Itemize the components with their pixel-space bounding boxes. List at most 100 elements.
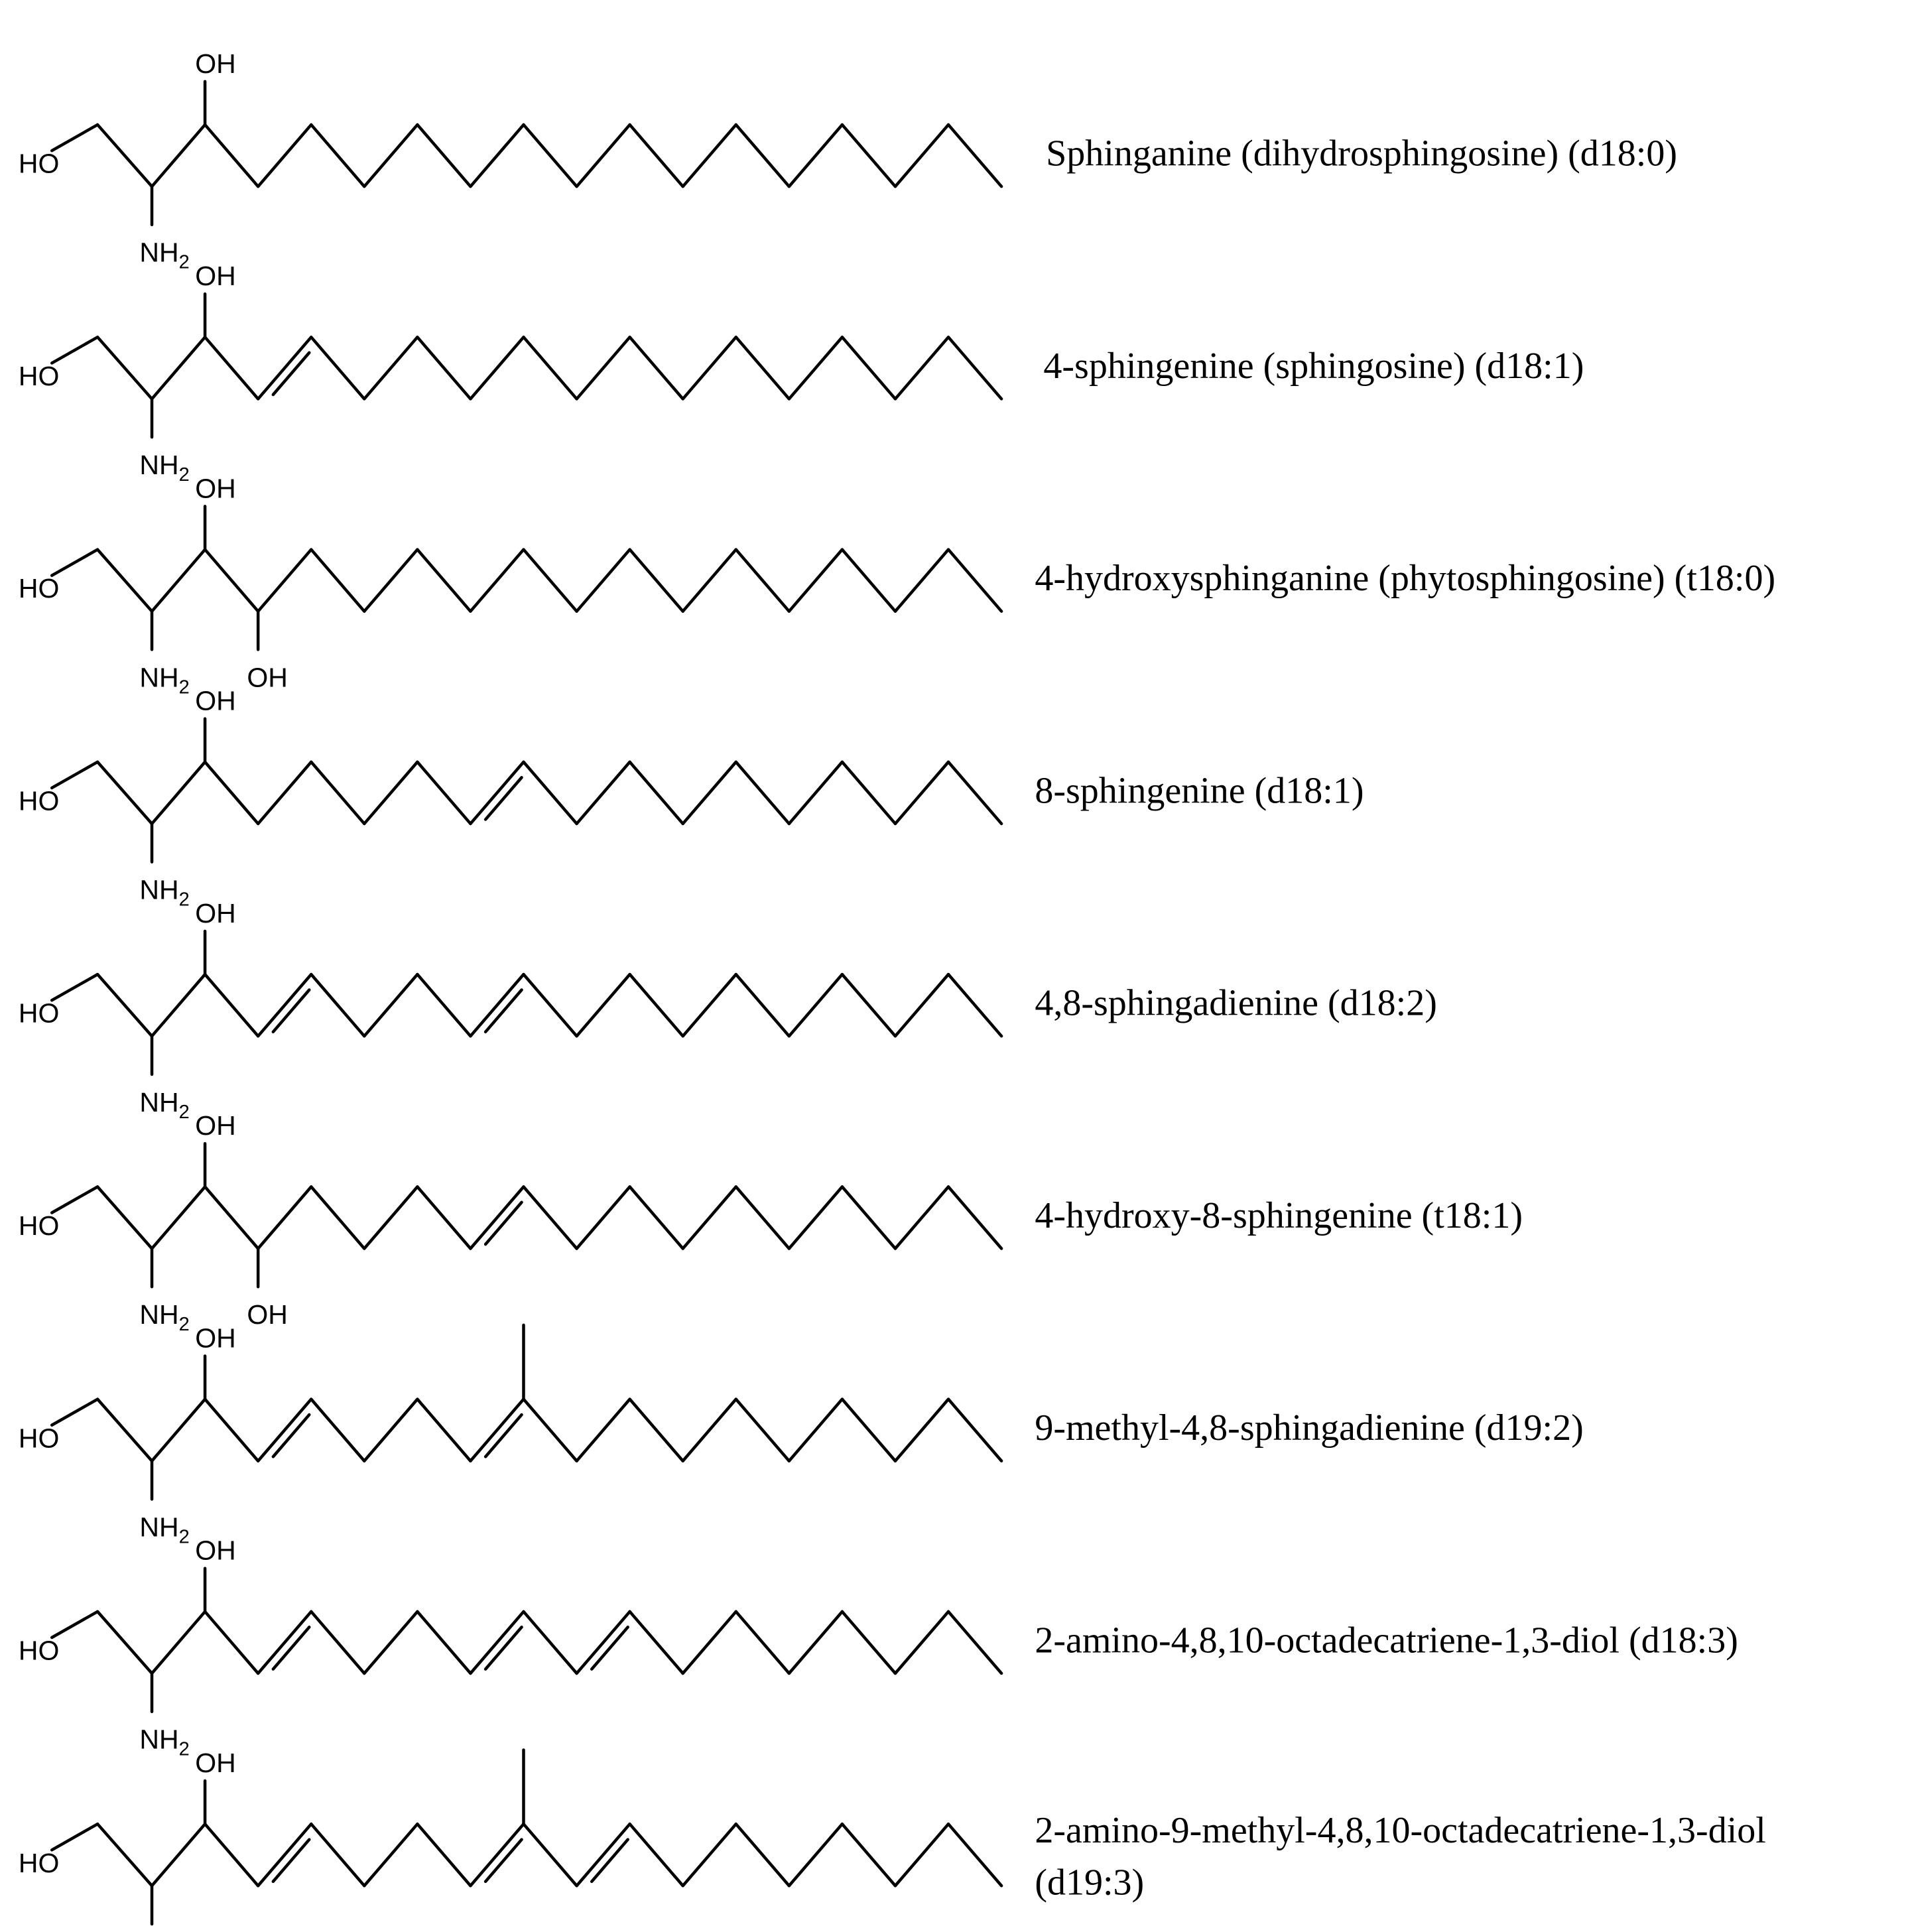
bond-c14 (787, 1610, 844, 1675)
molecule-name: 4-sphingenine (sphingosine) (d18:1) (1043, 346, 1584, 387)
bond-c6 (363, 760, 419, 826)
bond-c10 (575, 760, 631, 826)
bond-double-c8 (483, 1200, 523, 1246)
bond-c13 (734, 1185, 791, 1250)
bond-c17 (946, 1822, 1003, 1888)
bond-c3 (203, 972, 260, 1038)
bond-c16 (893, 1397, 950, 1462)
bond-c11 (628, 1610, 684, 1675)
bond-double-c4 (271, 351, 311, 397)
bond-c6 (363, 123, 419, 188)
bond-c10 (575, 336, 631, 401)
bond-c1-c2 (95, 1610, 154, 1675)
bond-c8 (469, 972, 525, 1038)
bond-c6 (363, 1610, 419, 1675)
bond-c14 (787, 1822, 844, 1888)
bond-c5 (309, 548, 366, 613)
bond-c17 (946, 972, 1003, 1038)
bond-c16 (893, 1822, 950, 1888)
bond-c13 (734, 123, 791, 188)
bond-c8 (469, 336, 525, 401)
bond-c13 (734, 336, 791, 401)
bond-c9 (522, 1822, 578, 1888)
bond-c3 (203, 1610, 260, 1675)
bond-c2 (150, 123, 207, 188)
bond-double-c10 (590, 1626, 629, 1671)
bond-c11 (628, 1822, 684, 1888)
bond-c17 (946, 760, 1003, 826)
bond-c16 (893, 336, 950, 401)
bond-c7 (416, 548, 472, 613)
bond-c14 (787, 1185, 844, 1250)
bond-c1-c2 (95, 760, 154, 826)
bond-c6 (363, 972, 419, 1038)
bond-c9 (522, 548, 578, 613)
bond-c3 (203, 123, 260, 188)
bond-c10 (575, 1610, 631, 1675)
nh2-label: NH2 (139, 1299, 189, 1335)
bond-c15 (840, 1610, 897, 1675)
bond-c12 (681, 548, 738, 613)
nh2-label: NH2 (139, 450, 189, 485)
bond-ho-c1 (50, 1610, 99, 1640)
bond-c7 (416, 972, 472, 1038)
ho-label: HO (19, 1423, 60, 1453)
molecule-name: Sphinganine (dihydrosphingosine) (d18:0) (1046, 133, 1677, 174)
bond-c11 (628, 972, 684, 1038)
oh-c3-label: OH (195, 261, 236, 291)
bond-c2 (150, 760, 207, 826)
bond-c2 (150, 548, 207, 613)
bond-c14 (787, 760, 844, 826)
bond-c5 (309, 123, 366, 188)
bond-c12 (681, 1822, 738, 1888)
ho-label: HO (19, 1848, 60, 1878)
bond-c13 (734, 1397, 791, 1462)
bond-c9 (522, 972, 578, 1038)
bond-c9 (522, 760, 578, 826)
bond-ho-c1 (50, 1397, 99, 1427)
nh2-label: NH2 (139, 875, 189, 911)
bond-c13 (734, 760, 791, 826)
bond-c13 (734, 548, 791, 613)
bond-c15 (840, 972, 897, 1038)
bond-c5 (309, 1610, 366, 1675)
bond-c2 (150, 1397, 207, 1462)
bond-c5 (309, 972, 366, 1038)
bond-c9 (522, 1397, 578, 1462)
bond-c8 (469, 548, 525, 613)
bond-c13 (734, 1610, 791, 1675)
bond-double-c8 (483, 1413, 523, 1458)
bond-c11 (628, 760, 684, 826)
bond-c3 (203, 1185, 260, 1250)
bond-c4 (256, 972, 313, 1038)
bond-ho-c1 (50, 1185, 99, 1214)
bond-c11 (628, 1185, 684, 1250)
bond-c4 (256, 1610, 313, 1675)
bond-ho-c1 (50, 1822, 99, 1852)
bond-c3 (203, 548, 260, 613)
bond-c16 (893, 548, 950, 613)
bond-c6 (363, 336, 419, 401)
bond-c2 (150, 972, 207, 1038)
bond-c4 (256, 760, 313, 826)
bond-c8 (469, 1397, 525, 1462)
bond-c7 (416, 336, 472, 401)
molecule-name: 4,8-sphingadienine (d18:2) (1035, 983, 1437, 1024)
oh-c3-label: OH (195, 898, 236, 929)
bond-double-c8 (483, 988, 523, 1034)
bond-c17 (946, 1610, 1003, 1675)
bond-c2 (150, 1185, 207, 1250)
bond-c12 (681, 123, 738, 188)
bond-c4 (256, 336, 313, 401)
bond-c10 (575, 548, 631, 613)
bond-c16 (893, 123, 950, 188)
bond-c12 (681, 972, 738, 1038)
bond-c6 (363, 1185, 419, 1250)
bond-ho-c1 (50, 548, 99, 577)
bond-c7 (416, 760, 472, 826)
bond-c13 (734, 972, 791, 1038)
bond-double-c10 (590, 1838, 629, 1884)
